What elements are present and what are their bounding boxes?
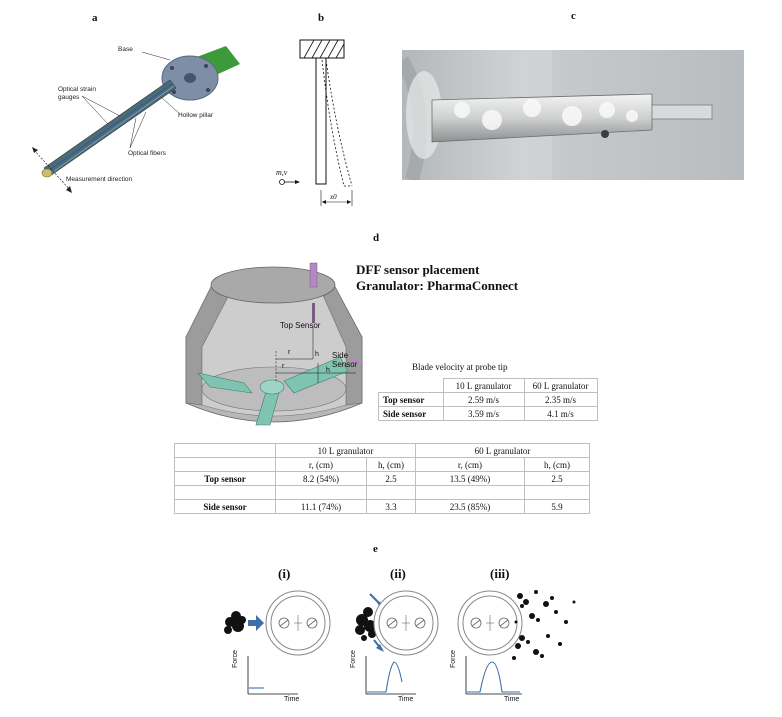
geometry-group-60l: 60 L granulator: [415, 443, 590, 458]
label-h1: h: [315, 351, 319, 358]
placement-title-line1: DFF sensor placement: [356, 262, 480, 277]
label-hollow-pillar: Hollow pillar: [178, 112, 214, 119]
stage-iii-figure: Force Time: [450, 582, 586, 712]
geometry-cell: 23.5 (85%): [415, 499, 525, 514]
geometry-subheader-cell: r, (cm): [275, 457, 367, 472]
geometry-group-header: 10 L granulator 60 L granulator: [174, 443, 590, 458]
panel-letter-a: a: [92, 12, 98, 24]
velocity-table-caption: Blade velocity at probe tip: [412, 362, 508, 372]
geometry-subheader-cell: h, (cm): [524, 457, 590, 472]
geometry-cell: 11.1 (74%): [275, 499, 367, 514]
stage-iii-label: (iii): [490, 566, 510, 581]
placement-title-line2: Granulator: PharmaConnect: [356, 278, 519, 293]
label-h2: h: [326, 367, 330, 374]
velocity-row-side: Side sensor 3.59 m/s 4.1 m/s: [378, 406, 598, 421]
label-displacement: x0: [330, 193, 337, 201]
cantilever-schematic: m,v x0: [270, 30, 370, 210]
label-side-sensor: Side Sensor: [332, 351, 358, 369]
geometry-cell: 13.5 (49%): [415, 471, 525, 486]
panel-letter-b: b: [318, 12, 325, 24]
geometry-cell: 8.2 (54%): [275, 471, 367, 486]
stage-iii-drawing: [457, 590, 576, 695]
geometry-cell: 5.9: [524, 499, 590, 514]
panel-letter-e: e: [373, 543, 378, 555]
probe-figure: Base Optical strain gauges Hollow pillar…: [30, 28, 250, 198]
velocity-row-top: Top sensor 2.59 m/s 2.35 m/s: [378, 392, 598, 407]
stage-ii-x-axis: Time: [398, 696, 414, 703]
probe-photo: [402, 50, 744, 180]
stage-i-figure: Force Time: [218, 582, 336, 712]
geometry-cell: 2.5: [366, 471, 416, 486]
label-r2: r: [282, 363, 285, 370]
stage-ii-drawing: [355, 590, 439, 695]
geometry-subheader: r, (cm) h, (cm) r, (cm) h, (cm): [174, 457, 590, 472]
label-optical-fibers: Optical fibers: [128, 150, 166, 157]
stage-i-y-axis: Force: [232, 650, 239, 668]
geometry-row-label: Top sensor: [174, 471, 276, 486]
probe-photo-image: [402, 50, 744, 180]
stage-i-drawing: [224, 590, 331, 695]
granulator-diagram: Top Sensor Side Sensor r r h h: [172, 255, 372, 435]
label-optical-strain-gauges: Optical strain gauges: [58, 86, 96, 101]
geometry-subheader-cell: r, (cm): [415, 457, 525, 472]
stage-i-x-axis: Time: [284, 696, 300, 703]
geometry-row-top: Top sensor 8.2 (54%) 2.5 13.5 (49%) 2.5: [174, 471, 590, 486]
placement-title: DFF sensor placement Granulator: PharmaC…: [356, 262, 518, 294]
geometry-row-label: Side sensor: [174, 499, 276, 514]
label-top-sensor: Top Sensor: [280, 321, 321, 330]
velocity-cell: 4.1 m/s: [523, 406, 598, 421]
stage-iii-x-axis: Time: [504, 696, 520, 703]
geometry-group-10l: 10 L granulator: [275, 443, 416, 458]
granulator-3d-drawing: [185, 262, 363, 426]
probe-illustration: [32, 46, 240, 193]
geometry-cell: 2.5: [524, 471, 590, 486]
panel-letter-c: c: [571, 10, 576, 22]
label-mass-velocity: m,v: [276, 168, 288, 177]
geometry-table: 10 L granulator 60 L granulator r, (cm) …: [174, 443, 590, 514]
velocity-cell: 2.35 m/s: [523, 392, 598, 407]
velocity-cell: 2.59 m/s: [442, 392, 525, 407]
velocity-col-60l: 60 L granulator: [523, 378, 598, 393]
label-r1: r: [288, 349, 291, 356]
geometry-cell: 3.3: [366, 499, 416, 514]
velocity-table-header: 10 L granulator 60 L granulator: [379, 378, 598, 393]
panel-letter-d: d: [373, 232, 380, 244]
velocity-cell: 3.59 m/s: [442, 406, 525, 421]
stage-ii-y-axis: Force: [350, 650, 357, 668]
velocity-table: 10 L granulator 60 L granulator Top sens…: [378, 378, 598, 421]
geometry-spacer-row: [174, 485, 590, 500]
velocity-row-label: Side sensor: [378, 406, 444, 421]
geometry-row-side: Side sensor 11.1 (74%) 3.3 23.5 (85%) 5.…: [174, 499, 590, 514]
stage-i-label: (i): [278, 566, 291, 581]
velocity-col-10l: 10 L granulator: [442, 378, 525, 393]
stage-ii-label: (ii): [390, 566, 406, 581]
label-measurement-direction: Measurement direction: [66, 176, 133, 183]
cantilever-drawing: [279, 39, 353, 206]
velocity-row-label: Top sensor: [378, 392, 444, 407]
geometry-subheader-cell: h, (cm): [366, 457, 416, 472]
stage-ii-figure: Force Time: [346, 582, 456, 712]
stage-iii-y-axis: Force: [450, 650, 457, 668]
label-base: Base: [118, 46, 133, 53]
